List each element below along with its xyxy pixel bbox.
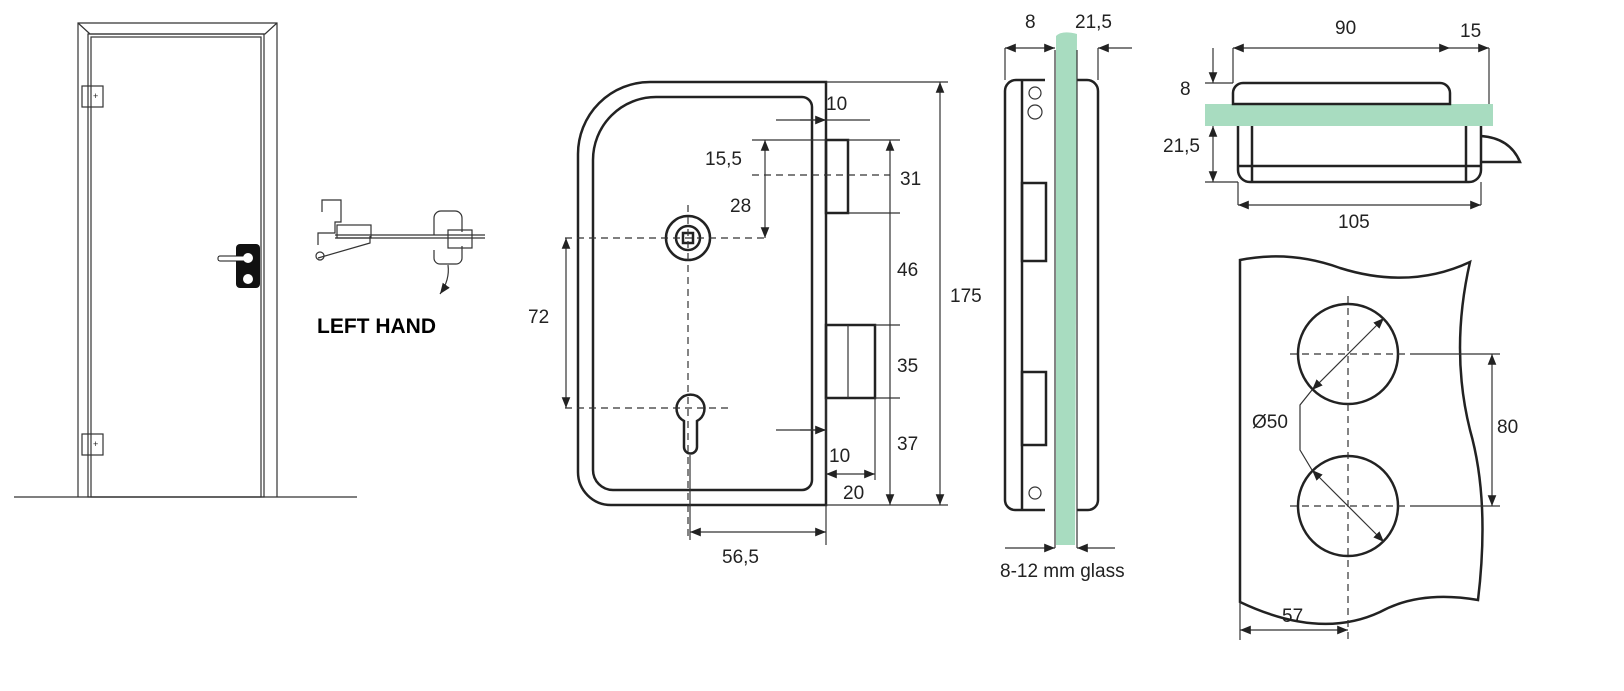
dim-15-5: 15,5 [705,149,742,170]
dim-37: 37 [897,434,918,455]
dim-8: 8 [1025,12,1036,33]
dim-20: 20 [843,483,864,504]
latch-bolt [824,138,850,215]
dead-bolt [824,323,877,400]
dim-21-5-top: 21,5 [1163,136,1200,157]
dim-10-top: 10 [826,94,847,115]
dim-80: 80 [1497,417,1518,438]
left-hand-plan: LEFT HAND [315,199,485,338]
door-elevation: + + [14,22,357,498]
hinge-bottom: + [81,433,104,456]
dim-105: 105 [1338,212,1370,233]
dim-diameter-50: Ø50 [1252,412,1288,433]
keyhole-icon [675,393,706,455]
dim-28: 28 [730,196,751,217]
dim-57: 57 [1282,606,1303,627]
dim-175: 175 [950,286,982,307]
dim-46: 46 [897,260,918,281]
dim-72: 72 [528,307,549,328]
dim-35: 35 [897,356,918,377]
door-lock-handle-icon [217,244,260,288]
hinge-top: + [81,85,104,108]
lock-top-view: 90 15 8 21,5 105 [1163,18,1522,233]
dim-90: 90 [1335,18,1356,39]
dim-10-bottom: 10 [829,446,850,467]
dim-15: 15 [1460,21,1481,42]
svg-text:+: + [93,439,98,449]
left-hand-label: LEFT HAND [317,315,436,338]
glass-cutout-view: Ø50 80 57 [1238,255,1518,640]
dim-31: 31 [900,169,921,190]
glass-thickness-label: 8-12 mm glass [1000,561,1125,582]
dim-21-5: 21,5 [1075,12,1112,33]
dim-56-5: 56,5 [722,547,759,568]
svg-text:+: + [93,91,98,101]
dim-8-top: 8 [1180,79,1191,100]
lock-front-view: 10 15,5 31 28 46 72 175 35 10 37 20 56,5 [528,80,982,568]
lock-side-view: 8 21,5 8-12 mm glass [1000,12,1132,582]
